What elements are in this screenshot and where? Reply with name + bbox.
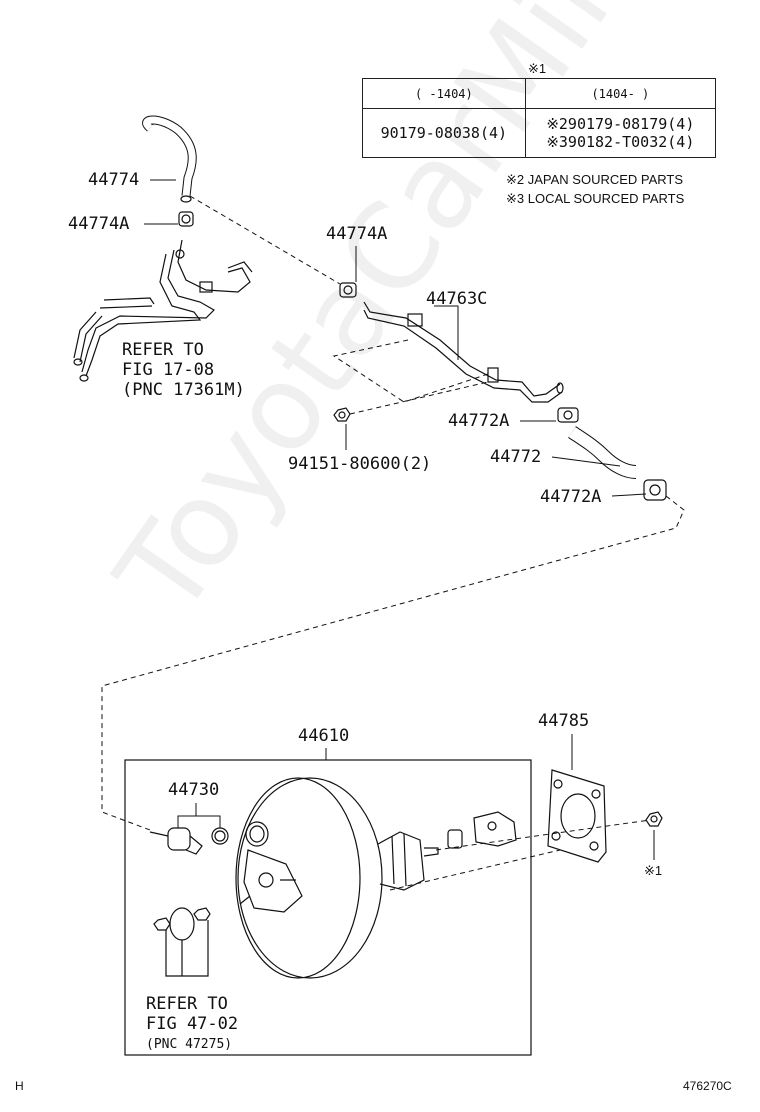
clamp-44774a-center-drawing [339,282,357,298]
clamp-44774a-left-drawing [178,211,194,227]
refer-text-1-line2: FIG 17-08 [122,360,215,380]
table-value-after: ※290179-08179(4) ※390182-T0032(4) [524,108,717,158]
pipe-44763c-drawing [363,301,564,403]
label-44772a-lower: 44772A [540,487,602,507]
label-marker-1: ※1 [644,863,663,878]
label-44772a-upper: 44772A [448,411,510,431]
label-44774a-center: 44774A [326,224,388,244]
nut-94151-drawing [333,407,351,422]
refer-text-2-line1: REFER TO [146,994,228,1014]
booster-frame [124,759,532,1056]
marker-note-1: ※1 [528,61,547,76]
hose-44772-drawing [568,426,637,479]
label-44763c: 44763C [426,289,488,309]
check-valve-44730-drawing [149,821,269,855]
refer-text-1-line3: (PNC 17361M) [122,380,245,400]
label-44610: 44610 [298,726,350,746]
table-value-local: ※390182-T0032(4) [546,133,695,151]
fastener-reference-table: ( -1404) (1404- ) 90179-08038(4) ※290179… [362,78,717,158]
clamp-44772a-lower-drawing [643,479,667,501]
note-local-sourced: ※3 LOCAL SOURCED PARTS [506,191,685,206]
table-header-before: ( -1404) [362,78,526,109]
label-44772: 44772 [490,447,542,467]
label-44730: 44730 [168,780,220,800]
table-header-after: (1404- ) [524,78,717,109]
clevis-drawing [447,811,517,849]
refer-text-1-line1: REFER TO [122,340,204,360]
label-44774a-left: 44774A [68,214,130,234]
dashed-connectors [101,195,685,891]
leader-lines [144,179,655,860]
hose-44774-drawing [142,115,197,203]
seal-parts-drawing [153,907,211,977]
label-44785: 44785 [538,711,590,731]
note-japan-sourced: ※2 JAPAN SOURCED PARTS [506,172,684,187]
footer-left-code: H [15,1079,24,1093]
label-94151-80600: 94151-80600(2) [288,454,432,474]
footer-illustration-number: 476270C [683,1079,732,1093]
label-44774: 44774 [88,170,140,190]
pipe-assembly-left-drawing [73,239,253,382]
booster-44610-drawing [235,777,439,979]
nut-marker1-drawing [645,811,663,827]
clamp-44772a-upper-drawing [557,407,579,423]
gasket-44785-drawing [547,769,607,863]
table-value-before: 90179-08038(4) [362,108,526,158]
table-value-japan: ※290179-08179(4) [546,115,695,133]
refer-text-2-line3: (PNC 47275) [146,1037,233,1052]
refer-text-2-line2: FIG 47-02 [146,1014,239,1034]
